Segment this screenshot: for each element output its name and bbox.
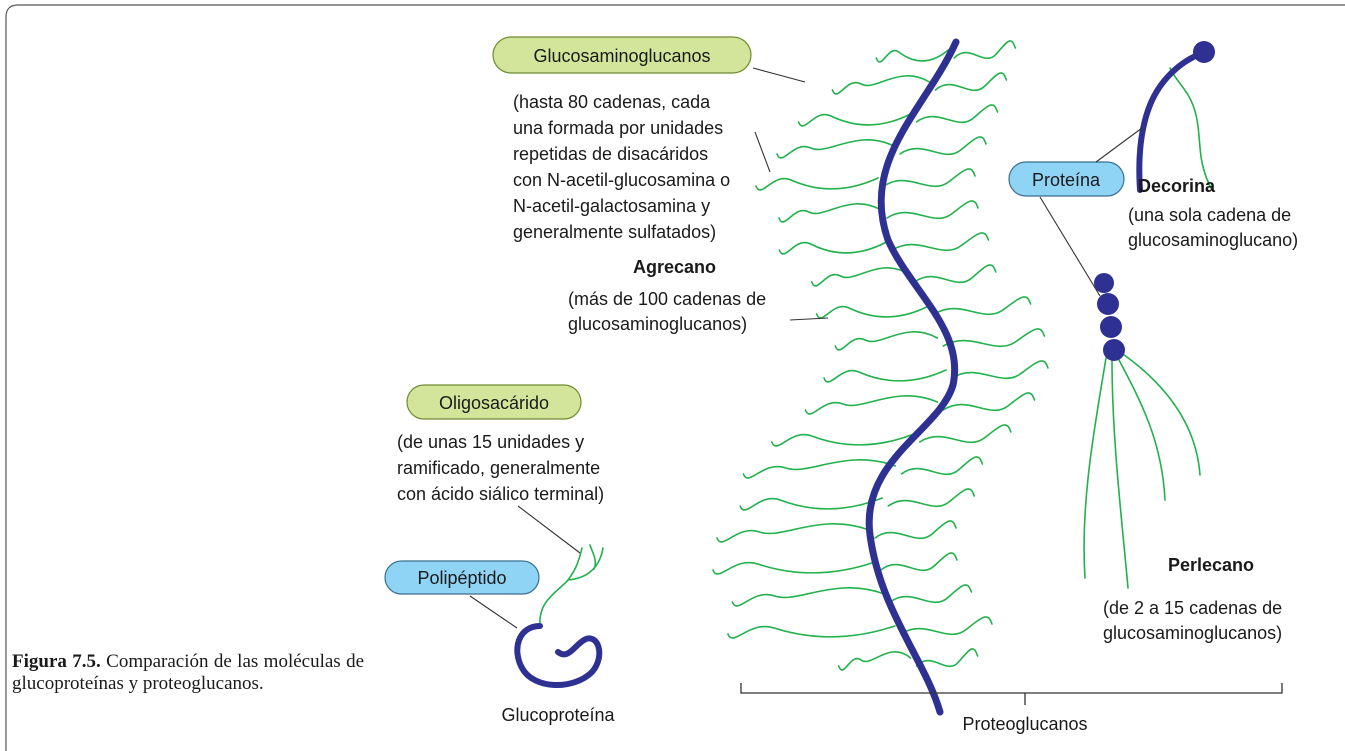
agrecano-leader-line	[789, 317, 829, 321]
gag-chain-right	[874, 520, 957, 540]
gag-chain-right	[933, 296, 1032, 316]
gag-chain-right	[880, 552, 958, 572]
polipeptido-pill: Polipéptido	[384, 560, 540, 595]
proteina-leader-perlecano	[1039, 196, 1101, 297]
gag-chain-right	[900, 456, 984, 476]
agrecano-core-protein	[865, 38, 960, 716]
figure-number: Figura 7.5.	[12, 651, 101, 672]
gag-leader-line	[752, 67, 806, 83]
gag-chain-right	[953, 40, 1017, 60]
gag-chain-right	[900, 616, 993, 636]
gag-chain-right	[891, 232, 990, 252]
oligosacarido-pill: Oligosacárido	[406, 384, 582, 420]
glucosaminoglucanos-pill: Glucosaminoglucanos	[492, 36, 752, 74]
decorina-core-protein	[1136, 51, 1203, 193]
decorina-description: (una sola cadena de glucosaminoglucano)	[1128, 205, 1298, 250]
gag-chain-left	[727, 625, 896, 639]
oligosacarido-description: (de unas 15 unidades y ramificado, gener…	[397, 432, 605, 504]
polipeptido-coil	[514, 623, 603, 688]
perlecano-core-protein	[1094, 273, 1125, 361]
gag-chain-right	[934, 72, 1008, 92]
gag-chain-left	[776, 139, 895, 159]
gag-chain-left	[875, 49, 950, 63]
agrecano-title: Agrecano	[633, 257, 716, 277]
agrecano-description: (más de 100 cadenas de glucosaminoglucan…	[568, 289, 771, 334]
figure-frame	[5, 4, 1345, 751]
decorina-gag-chain	[1169, 67, 1213, 191]
gag-chain-left	[739, 497, 884, 511]
gag-chain-right	[915, 648, 979, 668]
gag-chain-left	[716, 523, 870, 543]
glucosaminoglucanos-label: Glucosaminoglucanos	[533, 46, 710, 66]
gag-description: (hasta 80 cadenas, cada una formada por …	[513, 92, 735, 242]
gag-chain-left	[823, 369, 947, 383]
gag-chain-left	[831, 75, 931, 95]
perlecano-description: (de 2 a 15 cadenas de glucosaminoglucano…	[1103, 598, 1287, 643]
gag-chain-right	[919, 424, 1012, 444]
polipeptido-label: Polipéptido	[417, 568, 506, 588]
decorina-title: Decorina	[1138, 176, 1216, 196]
proteina-label: Proteína	[1032, 170, 1101, 190]
gag-chain-right	[889, 584, 973, 604]
perlecano-title: Perlecano	[1168, 555, 1254, 575]
gag-chain-right	[887, 488, 976, 508]
gag-chain-right	[951, 360, 1049, 380]
gag-chain-right	[914, 264, 997, 284]
gag-chain-right	[942, 392, 1036, 412]
gag-chain-left	[731, 587, 886, 607]
gag-chain-left	[837, 651, 912, 671]
proteina-pill: Proteína	[1008, 161, 1125, 197]
gag-chain-left	[811, 267, 910, 287]
agrecano-gag-chains	[712, 40, 1049, 671]
oligosacarido-label: Oligosacárido	[439, 393, 549, 413]
gag-chain-left	[834, 331, 939, 351]
gag-chain-left	[778, 203, 882, 223]
gag-chain-left	[804, 395, 939, 415]
gag-chain-right	[942, 328, 1046, 348]
proteina-leader-decorina	[1095, 127, 1143, 163]
gag-chain-left	[755, 177, 879, 191]
gag-chain-left	[771, 433, 915, 447]
oligosacarido-branches	[539, 544, 604, 626]
gag-chain-right	[886, 200, 979, 220]
gag-chain-left	[797, 113, 912, 127]
gag-chain-left	[778, 241, 888, 255]
perlecano-gag-chains	[1083, 351, 1201, 589]
proteoglucanos-bracket	[740, 683, 1283, 705]
gag-chain-left	[815, 305, 930, 319]
gag-chain-right	[915, 104, 999, 124]
oligosacarido-leader-line	[517, 505, 581, 554]
glucoproteina-label: Glucoproteína	[501, 705, 615, 725]
figure-caption: Figura 7.5. Comparación de las moléculas…	[12, 651, 364, 695]
gag-chain-left	[742, 459, 897, 479]
decorina-globular-domain	[1193, 41, 1215, 63]
gag-chain-right	[899, 136, 987, 156]
gag-leader-line-2	[754, 131, 771, 173]
gag-chain-left	[712, 561, 876, 575]
caption-text: Comparación de las moléculas de glucopro…	[12, 651, 364, 694]
polipeptido-leader-line	[469, 595, 518, 629]
gag-chain-right	[883, 168, 976, 188]
proteoglucanos-label: Proteoglucanos	[962, 714, 1087, 734]
